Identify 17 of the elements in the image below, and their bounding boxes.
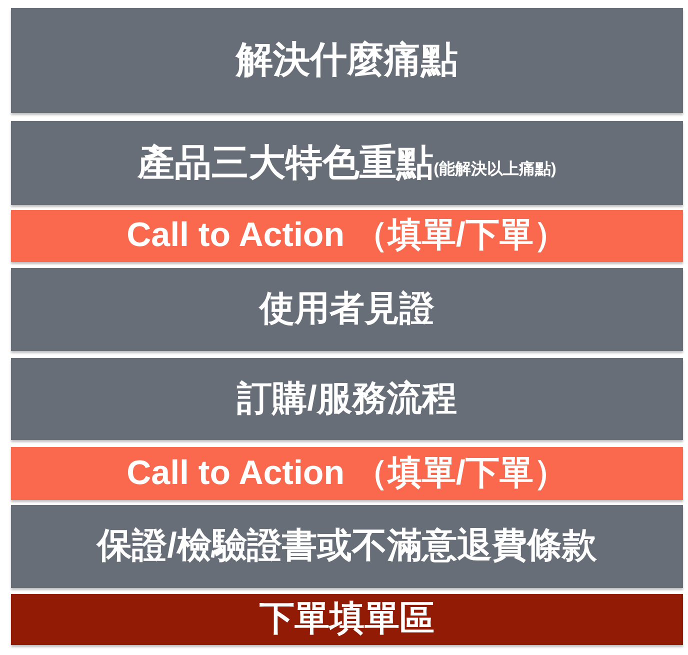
band-heading: 使用者見證	[260, 290, 434, 329]
section-band	[11, 8, 683, 113]
band-note: (能解決以上痛點)	[434, 161, 556, 179]
section-band	[11, 121, 683, 205]
section-band	[11, 447, 683, 500]
band-heading: 產品三大特色重點	[138, 142, 434, 184]
band-heading: 保證/檢驗證書或不滿意退費條款	[97, 527, 597, 566]
section-band	[11, 594, 683, 645]
band-heading: 訂購/服務流程	[237, 380, 457, 418]
band-heading: Call to Action （填單/下單）	[126, 454, 568, 492]
section-band	[11, 505, 683, 588]
band-heading: 下單填單區	[260, 600, 434, 639]
section-band	[11, 358, 683, 440]
band-heading: 解決什麼痛點	[236, 40, 458, 81]
section-band	[11, 210, 683, 262]
section-band	[11, 268, 683, 351]
band-heading: Call to Action （填單/下單）	[126, 217, 568, 255]
